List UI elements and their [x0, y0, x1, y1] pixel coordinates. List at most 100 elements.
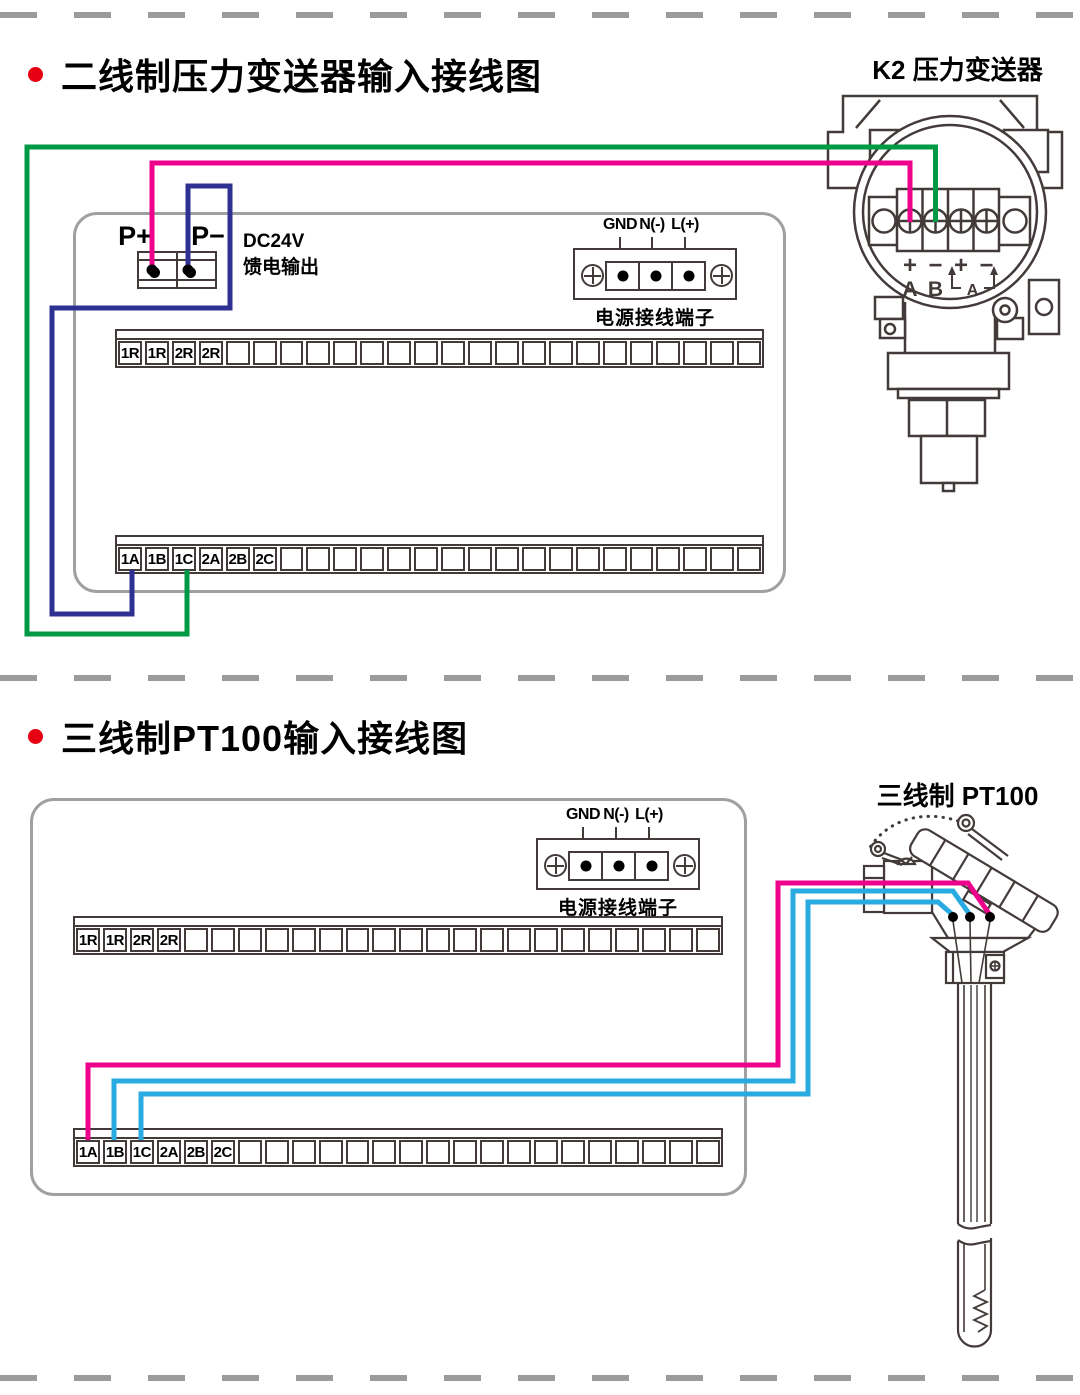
terminal-cell — [561, 1140, 586, 1164]
hinge-bracket — [1027, 278, 1061, 336]
strip-rail — [117, 331, 762, 340]
dc24v-label: DC24V — [243, 231, 305, 252]
feed-terminal-divider — [176, 253, 178, 287]
terminal-cell — [480, 928, 505, 952]
l-label-1: L(+) — [671, 216, 699, 233]
power-terminal-cells-1 — [605, 261, 706, 291]
hatch-line-icon — [999, 99, 1025, 129]
l-cell — [636, 853, 667, 879]
terminal-cell — [333, 547, 358, 571]
section1-drawing: + − + − A B A — [24, 94, 1064, 637]
power-terminal-2 — [536, 838, 700, 890]
bracket-arrows-icon — [948, 266, 998, 289]
terminal-cell — [494, 341, 519, 365]
power-terminal-cells-2 — [568, 851, 669, 881]
separator-dashed-middle — [0, 675, 1080, 681]
terminal-cell — [387, 341, 412, 365]
terminal-cell — [318, 1140, 343, 1164]
l-dot — [646, 860, 657, 872]
end-screw-icon — [871, 208, 897, 234]
neck-trapezoid — [928, 936, 1033, 954]
terminal-cell — [372, 1140, 397, 1164]
n-cell — [603, 853, 636, 879]
section2-title: 三线制PT100输入接线图 — [61, 718, 469, 759]
feed-output-text: 馈电输出 — [243, 257, 320, 278]
l-label-2: L(+) — [635, 806, 663, 823]
terminal-cell — [642, 1140, 666, 1164]
hatch-line-icon — [855, 99, 881, 129]
end-screw-icon — [1002, 208, 1028, 234]
terminal-cell: 2R — [156, 928, 181, 952]
terminal-cell — [615, 1140, 640, 1164]
terminal-cell — [467, 341, 492, 365]
n-dot — [613, 860, 624, 872]
terminal-cell — [602, 341, 627, 365]
mount-hole-icon — [883, 322, 897, 336]
wire-pink-1a — [85, 880, 993, 1140]
wire-cyan-1c — [138, 899, 955, 1140]
latch-mark — [900, 856, 913, 866]
terminal-cell: 1R — [118, 341, 142, 365]
terminal-cell: 2C — [252, 547, 277, 571]
p-minus-label: P− — [191, 221, 225, 251]
gnd-cell — [607, 263, 640, 289]
terminal-cell — [225, 341, 250, 365]
terminal-cell — [507, 928, 532, 952]
strip-rail — [75, 918, 721, 927]
section2-drawing — [85, 813, 1059, 1348]
terminal-cell — [345, 928, 370, 952]
polarity-label: + — [903, 252, 917, 279]
terminal-cell — [183, 928, 208, 952]
wire-cyan-1b — [111, 888, 973, 1140]
terminal-cell — [237, 928, 262, 952]
feed-output-label: DC24V 馈电输出 — [243, 229, 319, 281]
p-plus-label: P+ — [118, 221, 152, 251]
terminal-cell: 1A — [76, 1140, 100, 1164]
feed-terminal-bottom-band — [139, 279, 215, 287]
terminal-cell — [372, 928, 397, 952]
section1-title: 二线制压力变送器输入接线图 — [61, 56, 543, 97]
n-label-1: N(-) — [639, 216, 665, 233]
terminal-cell — [426, 1140, 451, 1164]
mount-tab — [873, 295, 905, 321]
hinge-path-dotted — [867, 814, 960, 851]
terminal-cell — [360, 341, 385, 365]
terminal-cell: 2B — [225, 547, 250, 571]
separator-dashed-top — [0, 12, 1080, 18]
terminal-cell — [453, 928, 478, 952]
terminal-cell — [602, 547, 627, 571]
head-terminal-dot — [948, 912, 958, 922]
power-terminal-caption-1: 电源接线端子 — [594, 308, 715, 329]
transmitter-title: K2 压力变送器 — [872, 55, 1043, 85]
gnd-dot — [580, 860, 591, 872]
terminal-cell — [668, 928, 693, 952]
section2-title-row: 三线制PT100输入接线图 — [28, 710, 468, 762]
polarity-label: − — [928, 252, 942, 279]
terminal-cell — [683, 547, 708, 571]
l-cell — [673, 263, 704, 289]
terminal-cell: 1B — [144, 547, 169, 571]
terminal-cell — [318, 928, 343, 952]
terminal-cell — [710, 547, 735, 571]
terminal-cell — [291, 1140, 316, 1164]
screw-icon — [581, 264, 604, 287]
terminal-cell — [441, 547, 465, 571]
terminal-cell: 2R — [198, 341, 223, 365]
terminal-cell — [252, 341, 277, 365]
terminal-cell — [695, 928, 720, 952]
flange — [886, 351, 1011, 391]
tube-break-top — [957, 1223, 992, 1230]
terminal-cell — [737, 547, 762, 571]
terminal-cell — [737, 341, 762, 365]
terminal-cell: 1R — [144, 341, 169, 365]
clamp-hole-icon — [999, 304, 1011, 316]
terminal-cell — [656, 547, 681, 571]
terminal-cell — [264, 928, 289, 952]
terminal-cell — [306, 547, 331, 571]
terminal-cell — [426, 928, 451, 952]
terminal-cell — [534, 1140, 559, 1164]
terminal-cell — [615, 928, 640, 952]
terminal-cell — [306, 341, 331, 365]
